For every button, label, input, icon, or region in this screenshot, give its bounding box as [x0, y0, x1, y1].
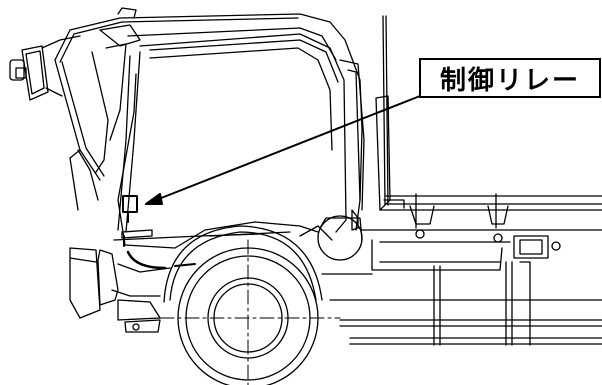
cab-body — [54, 7, 391, 333]
control-relay-label-text: 制御リレー — [439, 65, 580, 96]
control-relay-label: 制御リレー — [419, 58, 601, 98]
front-wheel — [159, 239, 341, 385]
truck-bed — [321, 193, 602, 346]
callout-arrow — [145, 95, 421, 205]
wheel-arch — [163, 225, 333, 303]
fuel-tank — [317, 215, 363, 261]
control-relay — [122, 195, 138, 223]
side-mirror — [9, 35, 81, 101]
